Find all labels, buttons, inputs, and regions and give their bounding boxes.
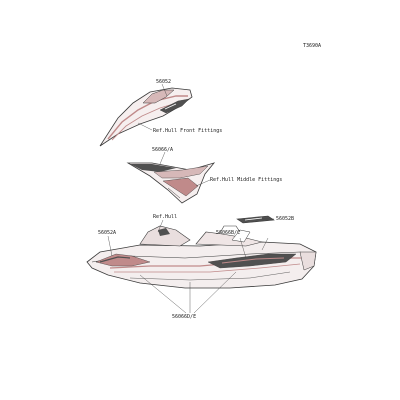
figure-code: T3690A	[303, 43, 322, 49]
reference-label: Ref.Hull Middle Fittings	[210, 177, 283, 183]
part-number-label[interactable]: 56066D/E	[172, 314, 197, 320]
reference-label: Ref.Hull Front Fittings	[153, 128, 223, 134]
part-number-label[interactable]: 56052B	[276, 216, 295, 222]
part-number-label[interactable]: 56052A	[98, 230, 117, 236]
small-decal-part[interactable]	[236, 215, 275, 224]
hull-outline[interactable]	[86, 225, 317, 289]
front-decal-part[interactable]	[99, 87, 193, 147]
leader-lines	[107, 83, 274, 314]
part-number-label[interactable]: 56052	[156, 79, 172, 85]
part-number-label[interactable]: 56066/A	[152, 147, 174, 153]
part-number-label[interactable]: 56066B/C	[216, 230, 241, 236]
middle-decal-part[interactable]	[126, 162, 216, 204]
reference-label: Ref.Hull	[153, 214, 178, 220]
